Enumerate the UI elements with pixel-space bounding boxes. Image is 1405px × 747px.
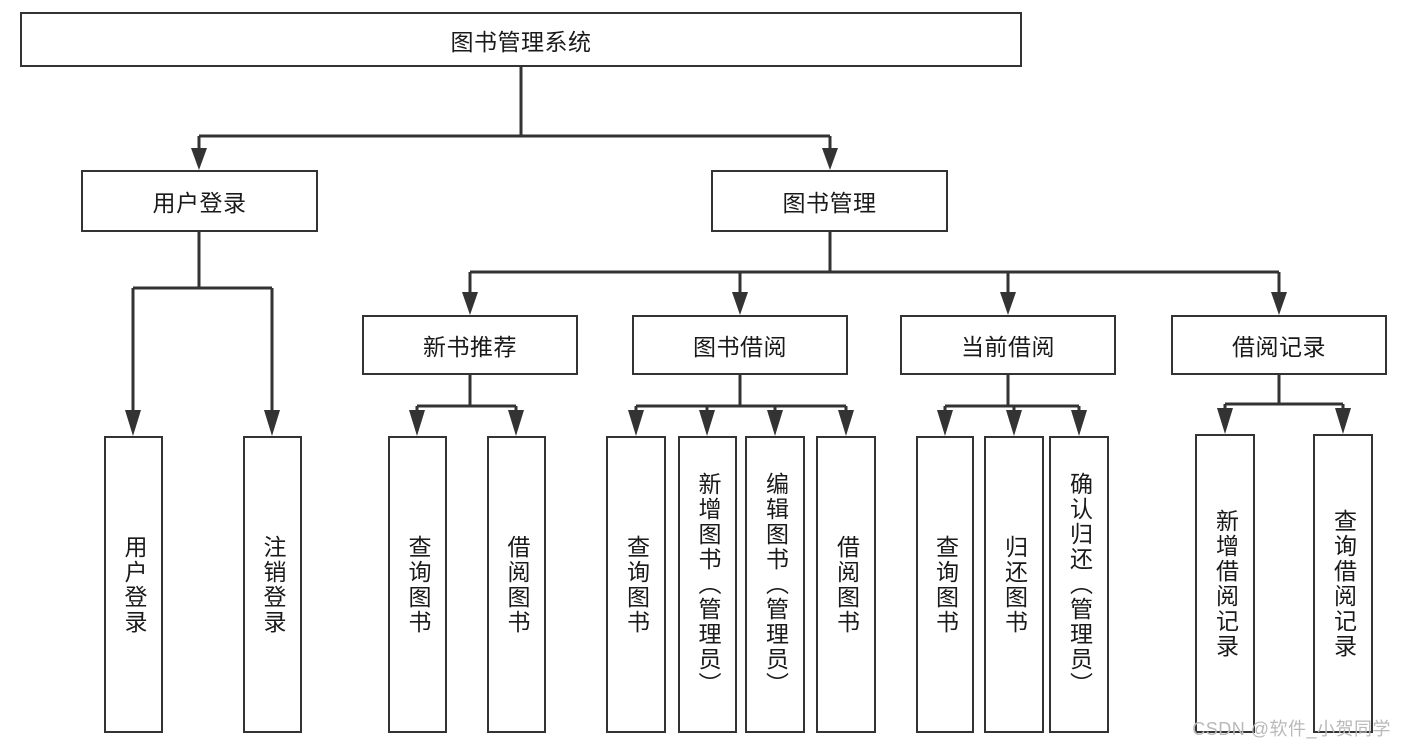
arrow-leaf-query-book-2 [628, 410, 644, 436]
node-current-borrow-label: 当前借阅 [961, 334, 1055, 360]
node-leaf-user-login-label: 用户登录 [121, 534, 147, 635]
arrow-bookborrow [732, 292, 748, 315]
arrow-newbook [462, 292, 478, 315]
node-book-borrow[interactable]: 图书借阅 [632, 315, 848, 375]
arrow-user-login [191, 148, 207, 170]
watermark-text: CSDN @软件_小贺同学 [1192, 719, 1391, 739]
node-borrow-record[interactable]: 借阅记录 [1171, 315, 1387, 375]
arrow-currentborrow [1000, 292, 1016, 315]
arrow-leaf-query-book-1 [409, 410, 425, 436]
node-leaf-logout[interactable]: 注销登录 [243, 436, 302, 733]
node-new-book-rec-label: 新书推荐 [423, 334, 517, 360]
node-leaf-borrow-book-2[interactable]: 借阅图书 [816, 436, 876, 733]
node-root-label: 图书管理系统 [450, 28, 592, 55]
node-leaf-edit-book-label: 编辑图书（管理员） [762, 472, 789, 697]
node-user-login[interactable]: 用户登录 [81, 170, 318, 232]
node-current-borrow[interactable]: 当前借阅 [900, 315, 1116, 375]
arrow-leaf-confirm-return [1071, 410, 1087, 436]
arrow-leaf-add-book [699, 410, 715, 436]
arrow-leaf-query-book-3 [937, 410, 953, 436]
node-root[interactable]: 图书管理系统 [20, 12, 1022, 67]
node-leaf-return-book-label: 归还图书 [1001, 534, 1028, 635]
node-book-borrow-label: 图书借阅 [693, 334, 787, 360]
node-leaf-borrow-book-1[interactable]: 借阅图书 [487, 436, 546, 733]
node-leaf-add-record[interactable]: 新增借阅记录 [1195, 434, 1255, 733]
node-leaf-borrow-book-2-label: 借阅图书 [833, 534, 860, 635]
node-leaf-return-book[interactable]: 归还图书 [984, 436, 1044, 733]
arrow-leaf-query-record [1335, 408, 1351, 434]
node-leaf-query-book-1[interactable]: 查询图书 [388, 436, 447, 733]
node-leaf-query-record[interactable]: 查询借阅记录 [1313, 434, 1373, 733]
node-leaf-query-book-2-label: 查询图书 [623, 534, 650, 635]
node-leaf-add-book[interactable]: 新增图书（管理员） [678, 436, 737, 733]
node-leaf-edit-book[interactable]: 编辑图书（管理员） [745, 436, 805, 733]
arrow-leaf-borrow-book-2 [838, 410, 854, 436]
node-book-manage-label: 图书管理 [782, 190, 877, 216]
arrow-leaf-logout [264, 410, 280, 436]
arrow-leaf-edit-book [767, 410, 783, 436]
arrow-leaf-return-book [1006, 410, 1022, 436]
node-leaf-query-book-3-label: 查询图书 [932, 534, 959, 635]
arrow-leaf-borrow-book-1 [508, 410, 524, 436]
arrow-book-manage [822, 148, 838, 170]
node-leaf-query-book-2[interactable]: 查询图书 [606, 436, 666, 733]
node-leaf-confirm-return[interactable]: 确认归还（管理员） [1049, 436, 1109, 733]
arrow-leaf-user-login [125, 410, 141, 436]
node-book-manage[interactable]: 图书管理 [711, 170, 948, 232]
node-leaf-query-record-label: 查询借阅记录 [1330, 508, 1357, 659]
node-leaf-add-record-label: 新增借阅记录 [1212, 508, 1239, 659]
node-leaf-query-book-3[interactable]: 查询图书 [916, 436, 974, 733]
node-new-book-rec[interactable]: 新书推荐 [362, 315, 578, 375]
node-leaf-confirm-return-label: 确认归还（管理员） [1066, 472, 1093, 697]
node-leaf-logout-label: 注销登录 [260, 534, 286, 635]
node-leaf-user-login[interactable]: 用户登录 [104, 436, 163, 733]
node-leaf-add-book-label: 新增图书（管理员） [695, 472, 721, 697]
node-borrow-record-label: 借阅记录 [1232, 334, 1326, 360]
node-leaf-borrow-book-1-label: 借阅图书 [504, 534, 530, 635]
node-leaf-query-book-1-label: 查询图书 [405, 534, 431, 635]
node-user-login-label: 用户登录 [152, 190, 247, 216]
arrow-leaf-add-record [1217, 408, 1233, 434]
arrow-borrowrecord [1271, 292, 1287, 315]
